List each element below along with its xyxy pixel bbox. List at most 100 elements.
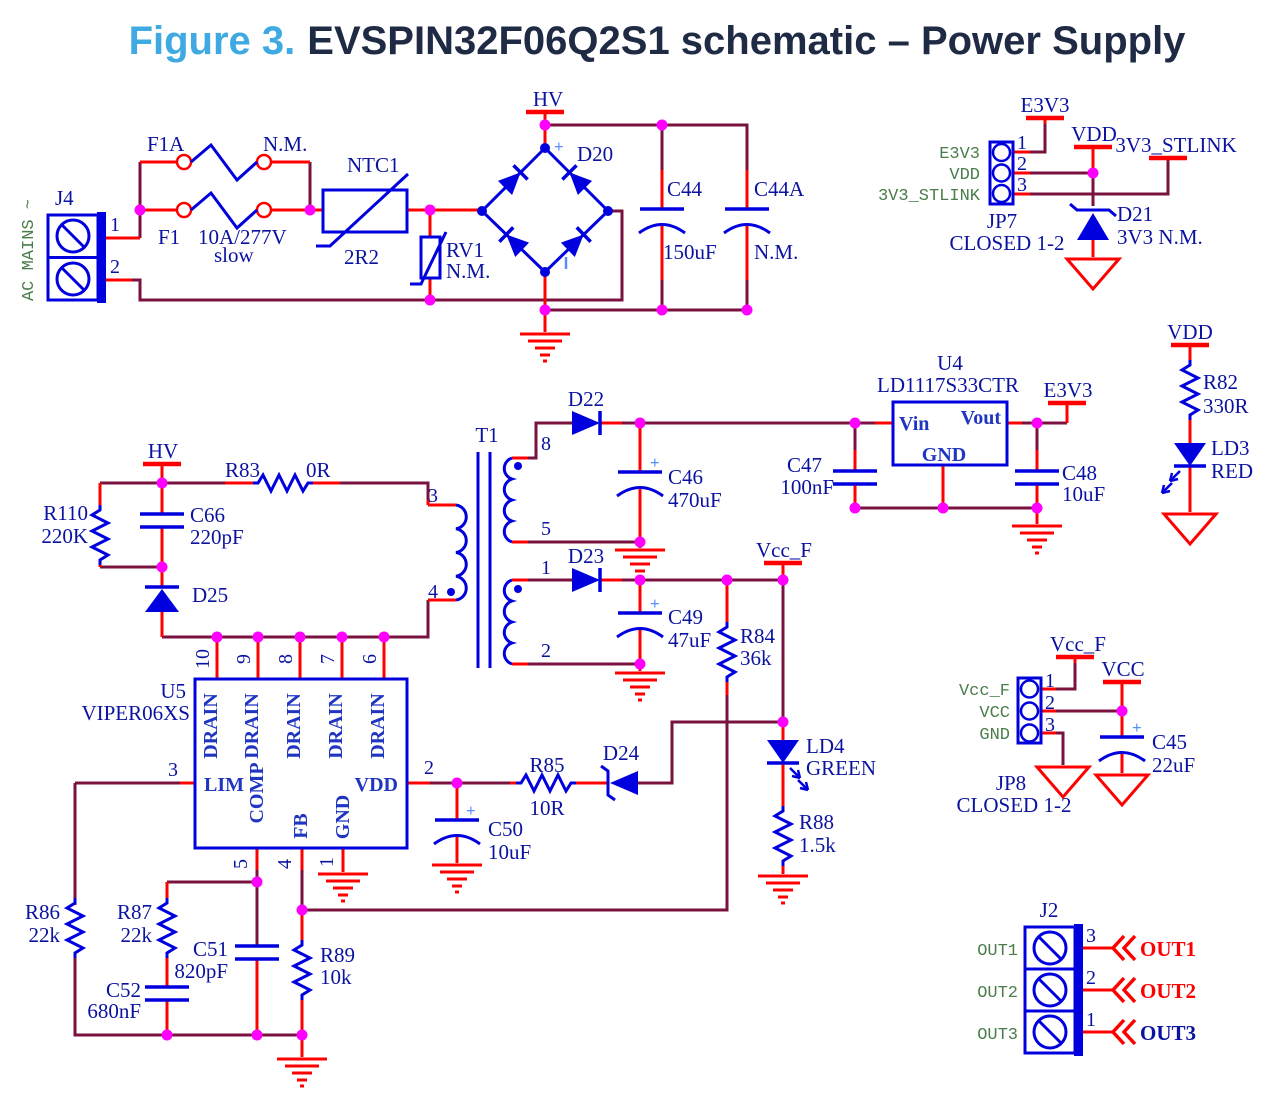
capacitor-c47: C47 100nF xyxy=(780,453,879,499)
transformer-t1: T1 3 4 8 5 1 2 xyxy=(428,423,551,668)
wire xyxy=(660,280,749,310)
j4-pin1-number: 1 xyxy=(110,214,120,236)
u5-pin-fb-label: FB xyxy=(290,813,312,839)
jp7-pin1-number: 1 xyxy=(1017,132,1027,154)
resistor-icon xyxy=(717,620,737,684)
junction-dot xyxy=(336,631,348,643)
u4-pin-vin-label: Vin xyxy=(899,413,929,435)
capacitor-c48: C48 10uF xyxy=(1013,461,1105,506)
junction-dot xyxy=(634,417,646,429)
capacitor-c45: + C45 22uF xyxy=(1097,718,1195,777)
f1a-ref-label: F1A xyxy=(147,132,185,156)
wire xyxy=(167,870,259,945)
wire-stub xyxy=(1083,946,1112,1034)
wire xyxy=(1030,124,1170,206)
c49-ref-label: C49 xyxy=(668,605,703,629)
ld3-value-label: RED xyxy=(1211,459,1253,483)
t1-pin1-number: 1 xyxy=(541,557,551,579)
r82-value-label: 330R xyxy=(1203,394,1249,418)
resistor-icon xyxy=(514,773,578,793)
resistor-icon xyxy=(1180,358,1200,422)
zener-d21: D21 3V3 N.M. xyxy=(1069,202,1203,249)
net-vdd-led: VDD xyxy=(1167,320,1213,344)
c52-value-label: 680nF xyxy=(87,999,141,1023)
u5-pin4-number: 4 xyxy=(274,859,296,869)
junction-dot xyxy=(1031,502,1043,514)
c44-ref-label: C44 xyxy=(667,177,703,201)
j2-pin2-number: 2 xyxy=(1086,967,1096,989)
earth-ground-icon xyxy=(613,671,667,702)
screw-terminal-icon xyxy=(1032,972,1068,1008)
net-hv-top: HV xyxy=(533,87,563,111)
diode-d25: D25 xyxy=(145,583,228,612)
off-page-chevron-icon xyxy=(1111,976,1137,1004)
c51-ref-label: C51 xyxy=(193,937,228,961)
c45-value-label: 22uF xyxy=(1152,753,1195,777)
c50-ref-label: C50 xyxy=(488,817,523,841)
junction-dot xyxy=(1116,705,1128,717)
regulator-u4: Vin Vout GND U4 LD1117S33CTR xyxy=(877,351,1019,467)
resistor-r86: R86 22k xyxy=(25,896,85,960)
secondary-winding-lower xyxy=(502,578,518,666)
wire-stub xyxy=(255,848,345,872)
r89-ref-label: R89 xyxy=(320,943,355,967)
capacitor-c51: C51 820pF xyxy=(174,937,281,983)
primary-winding xyxy=(455,503,468,602)
wire-stub xyxy=(512,421,622,666)
screw-terminal-icon xyxy=(1032,930,1068,966)
zener-d24: D24 xyxy=(600,741,640,802)
r86-ref-label: R86 xyxy=(25,900,60,924)
capacitor-c44a: C44A N.M. xyxy=(722,177,805,264)
j2-net3-label: OUT3 xyxy=(977,1026,1018,1045)
u4-pin-gnd-label: GND xyxy=(922,444,966,466)
c50-value-label: 10uF xyxy=(488,840,531,864)
junction-dot xyxy=(937,502,949,514)
jp8-pin1-number: 1 xyxy=(1045,670,1055,692)
jp7-ref-label: JP7 xyxy=(987,209,1017,233)
junction-dot xyxy=(741,304,753,316)
triangle-ground-icon xyxy=(1162,512,1218,546)
capacitor-c46: + C46 470uF xyxy=(615,453,722,512)
j2-ref-label: J2 xyxy=(1040,898,1059,922)
resistor-r83: R83 0R xyxy=(225,458,331,493)
fuse-icon xyxy=(175,143,273,182)
triangle-ground-icon xyxy=(1065,257,1121,291)
net-vccf-jp8: Vcc_F xyxy=(1050,632,1106,656)
resistor-icon xyxy=(251,473,315,493)
jumper-jp8: Vcc_F VCC GND 1 2 3 JP8 CLOSED 1-2 xyxy=(957,670,1072,817)
wire xyxy=(73,781,302,1037)
u5-pin-drain-label: DRAIN xyxy=(241,693,263,759)
r84-ref-label: R84 xyxy=(740,624,776,648)
t1-pin2-number: 2 xyxy=(541,640,551,662)
junction-dot xyxy=(252,631,264,643)
junction-dot xyxy=(539,304,551,316)
cap-icon xyxy=(831,469,879,486)
connector-j2: J2 OUT1 OUT2 OUT3 3 2 1 OUT1 OUT2 OUT3 xyxy=(977,898,1196,1056)
jp8-pin2-number: 2 xyxy=(1045,692,1055,714)
power-flags: HV HV E3V3 VDD 3V3_STLINK E3V3 VDD Vcc_F… xyxy=(143,87,1237,682)
j4-pin2-number: 2 xyxy=(110,256,120,278)
ntc1-ref-label: NTC1 xyxy=(347,153,400,177)
winding-dot xyxy=(447,588,455,596)
resistor-r89: R89 10k xyxy=(292,938,355,1002)
u4-part-label: LD1117S33CTR xyxy=(877,373,1019,397)
j4-net-label: AC MAINS ~ xyxy=(20,199,39,301)
triangle-ground-icon xyxy=(1094,773,1150,807)
led-icon xyxy=(765,738,801,765)
cap-icon xyxy=(138,512,186,529)
junction-dot xyxy=(451,777,463,789)
jp8-note-label: CLOSED 1-2 xyxy=(957,793,1072,817)
net-3v3-stlink: 3V3_STLINK xyxy=(1115,133,1236,157)
bridge-rectifier-d20: + D20 xyxy=(477,137,613,277)
jp7-pin3-number: 3 xyxy=(1017,174,1027,196)
connector-j4: J4 AC MAINS ~ 1 2 xyxy=(20,186,120,303)
earth-ground-icon xyxy=(613,548,667,579)
u5-pin-comp-label: COMP xyxy=(246,762,268,823)
u5-pin-gnd-label: GND xyxy=(332,795,354,839)
wire-stub xyxy=(1013,118,1095,257)
j2-net1-label: OUT1 xyxy=(977,942,1018,961)
net-e3v3-u4: E3V3 xyxy=(1044,378,1093,402)
earth-ground-icon xyxy=(275,1057,329,1088)
cap-icon xyxy=(233,944,281,961)
junction-dot xyxy=(251,876,263,888)
